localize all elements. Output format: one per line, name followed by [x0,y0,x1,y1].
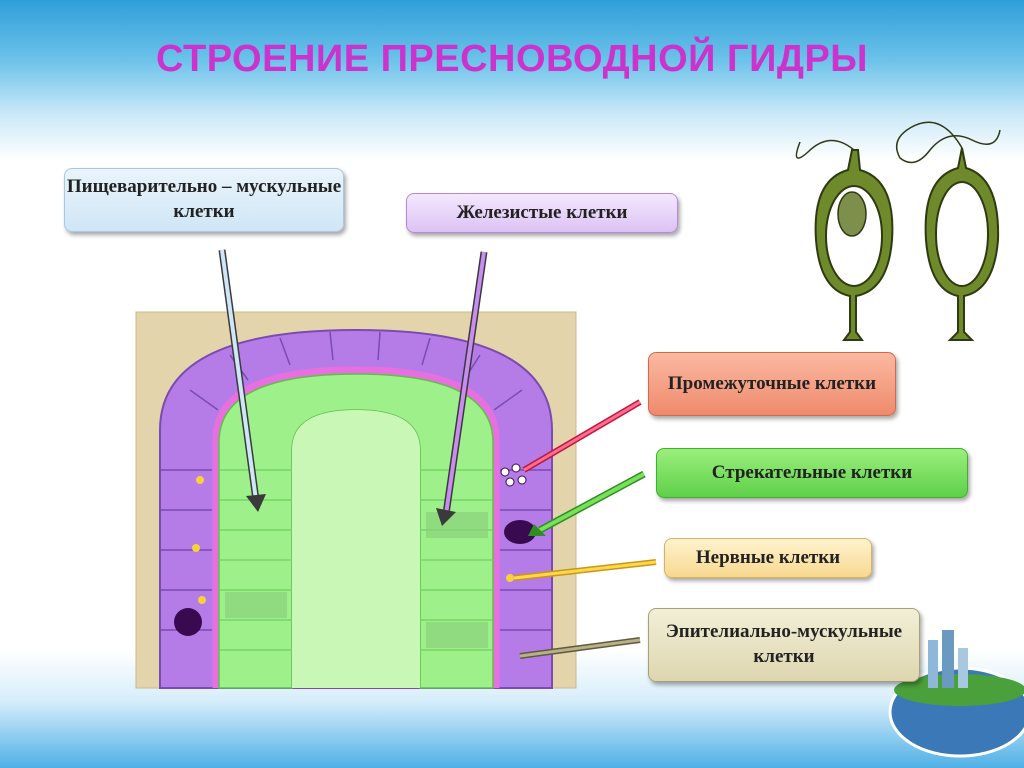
intermediate-cells [500,463,527,487]
gland-patch [225,592,287,618]
label-digestive-muscular-cells: Пищеварительно – мускульные клетки [64,168,344,232]
endoderm-cells [219,469,493,651]
label-glandular-cells: Железистые клетки [406,193,678,233]
label-stinging-cells: Стрекательные клетки [656,448,968,498]
label-nerve-cells: Нервные клетки [664,538,872,578]
gland-patch [426,512,488,538]
globe-decoration [888,630,1024,758]
gastric-cavity [292,410,420,688]
label-epithelial-muscular-cells: Эпителиально-мускульные клетки [648,608,920,682]
stinging-cell-illustration [795,121,1001,341]
gland-patch [426,622,488,648]
mesoglea [212,366,500,688]
label-intermediate-cells: Промежуточные клетки [648,352,896,416]
nematocyst [174,608,202,636]
nerve-cells [192,476,514,604]
arrows [218,249,657,659]
stinging-cell [504,520,536,544]
slide-title: СТРОЕНИЕ ПРЕСНОВОДНОЙ ГИДРЫ [155,38,869,80]
ectoderm-cells [160,331,552,631]
